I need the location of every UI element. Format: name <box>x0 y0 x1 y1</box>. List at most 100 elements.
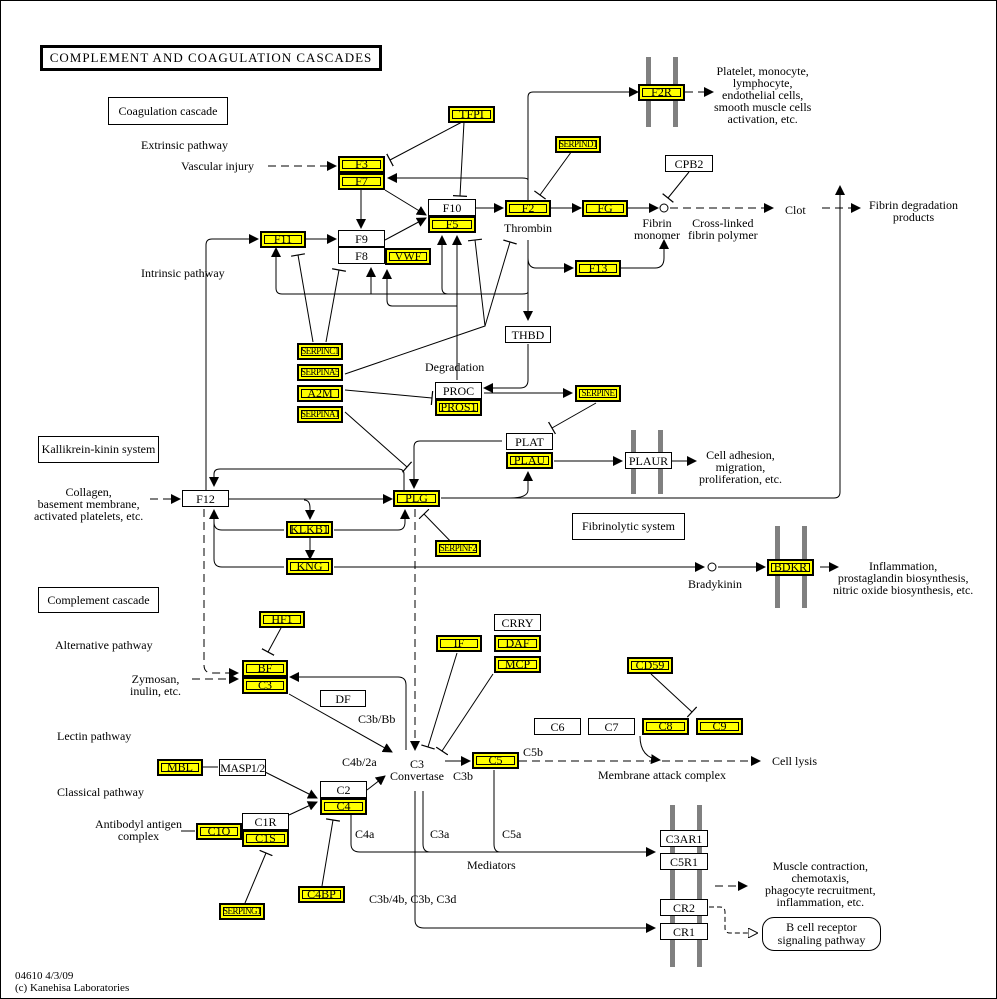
gene-F5[interactable]: F5 <box>428 216 476 233</box>
label-inflammation: Inflammation, prostaglandin biosynthesis… <box>833 559 974 597</box>
gene-SERPINC1[interactable]: SERPINC1 <box>297 343 343 360</box>
gene-C6[interactable]: C6 <box>534 718 581 735</box>
gene-PLAU[interactable]: PLAU <box>506 452 553 469</box>
gene-VWF[interactable]: VWF <box>385 248 431 265</box>
gene-F12[interactable]: F12 <box>182 490 229 507</box>
label-muscle: Muscle contraction, chemotaxis, phagocyt… <box>765 859 876 909</box>
label-crosslinked: Cross-linked fibrin polymer <box>688 216 758 242</box>
gene-IF[interactable]: IF <box>436 635 482 652</box>
edge <box>209 468 405 490</box>
edge <box>483 344 529 393</box>
gene-CPB2[interactable]: CPB2 <box>665 155 713 172</box>
gene-DF[interactable]: DF <box>320 690 366 707</box>
label-zymosan: Zymosan, inulin, etc. <box>130 672 181 698</box>
gene-KLKB1[interactable]: KLKB1 <box>286 521 333 538</box>
gene-C1R[interactable]: C1R <box>242 813 289 830</box>
edge <box>290 253 314 343</box>
gene-SERPINF2[interactable]: SERPINF2 <box>435 540 481 557</box>
label-mac: Membrane attack complex <box>598 768 726 782</box>
gene-F8[interactable]: F8 <box>338 247 385 264</box>
label-intrinsic: Intrinsic pathway <box>141 266 225 280</box>
gene-F13[interactable]: F13 <box>575 260 621 277</box>
gene-KNG[interactable]: KNG <box>286 558 333 575</box>
gene-C8[interactable]: C8 <box>642 718 689 735</box>
gene-F11[interactable]: F11 <box>260 231 306 248</box>
edge <box>261 627 282 656</box>
gene-F7[interactable]: F7 <box>338 173 385 190</box>
gene-F2[interactable]: F2 <box>505 200 551 217</box>
gene-C4BP[interactable]: C4BP <box>298 886 345 903</box>
edge <box>409 440 502 489</box>
gene-C1Q[interactable]: C1Q <box>196 823 242 840</box>
gene-MCP[interactable]: MCP <box>494 656 541 673</box>
edge <box>548 402 597 435</box>
bradykinin-node <box>707 562 717 572</box>
gene-C3AR1[interactable]: C3AR1 <box>660 830 708 847</box>
link-bcell-pathway[interactable]: B cell receptor signaling pathway <box>762 917 881 951</box>
label-thrombin: Thrombin <box>504 221 552 235</box>
gene-SERPINA1[interactable]: SERPINA1 <box>297 406 343 423</box>
label-c4b2a: C4b/2a <box>342 755 377 769</box>
label-fibrin-degradation: Fibrin degradation products <box>869 198 958 224</box>
label-platelet-activation: Platelet, monocyte, lymphocyte, endothel… <box>714 64 812 126</box>
label-bradykinin: Bradykinin <box>688 577 742 591</box>
gene-SERPINA5[interactable]: SERPINA5 <box>297 364 343 381</box>
gene-PLAUR[interactable]: PLAUR <box>625 452 672 469</box>
gene-C7[interactable]: C7 <box>588 718 635 735</box>
edge <box>452 121 468 197</box>
gene-CD59[interactable]: CD59 <box>627 657 673 674</box>
gene-C1S[interactable]: C1S <box>242 830 289 847</box>
edge <box>366 775 386 791</box>
gene-A2M[interactable]: A2M <box>297 385 343 402</box>
label-cell-adhesion: Cell adhesion, migration, proliferation,… <box>699 448 782 486</box>
gene-THBD[interactable]: THBD <box>505 326 551 343</box>
gene-SERPINE[interactable]: SERPINE <box>575 385 621 402</box>
gene-PLG[interactable]: PLG <box>393 490 440 507</box>
edge <box>437 235 449 295</box>
gene-BDKR[interactable]: BDKR <box>767 559 814 576</box>
gene-PROS1[interactable]: PROS1 <box>435 399 482 416</box>
membrane-bar <box>697 805 702 967</box>
gene-C5[interactable]: C5 <box>472 752 519 769</box>
edge <box>484 239 517 327</box>
gene-DAF[interactable]: DAF <box>494 635 541 652</box>
gene-C5R1[interactable]: C5R1 <box>660 853 708 870</box>
edge <box>334 509 410 531</box>
gene-SERPIND1[interactable]: SERPIND1 <box>555 136 601 153</box>
edge <box>288 693 393 753</box>
label-c5a: C5a <box>502 827 522 841</box>
gene-F10[interactable]: F10 <box>428 199 476 216</box>
label-vascular-injury: Vascular injury <box>181 159 254 173</box>
gene-C9[interactable]: C9 <box>696 718 743 735</box>
edge <box>621 239 669 269</box>
gene-C3[interactable]: C3 <box>242 677 288 694</box>
gene-MBL[interactable]: MBL <box>157 759 203 776</box>
gene-CRRY[interactable]: CRRY <box>494 614 541 631</box>
edge <box>421 652 458 750</box>
gene-BF[interactable]: BF <box>242 660 288 677</box>
edge <box>288 801 318 816</box>
edge <box>639 735 661 765</box>
gene-HF1[interactable]: HF1 <box>259 611 305 628</box>
section-coagulation: Coagulation cascade <box>108 97 228 125</box>
gene-F9[interactable]: F9 <box>338 230 385 247</box>
gene-F3[interactable]: F3 <box>338 156 385 173</box>
gene-CR1[interactable]: CR1 <box>660 923 708 940</box>
gene-PLAT[interactable]: PLAT <box>506 433 553 450</box>
gene-MASP12[interactable]: MASP1/2 <box>219 759 266 776</box>
label-c3b4b: C3b/4b, C3b, C3d <box>369 892 457 906</box>
page-title: COMPLEMENT AND COAGULATION CASCADES <box>40 45 382 71</box>
label-c3-convertase: C3 Convertase <box>390 757 444 783</box>
gene-FG[interactable]: FG <box>582 200 628 217</box>
label-lectin: Lectin pathway <box>57 729 132 743</box>
gene-PROC[interactable]: PROC <box>435 382 482 399</box>
gene-TFPI[interactable]: TFPI <box>448 106 495 123</box>
gene-CR2[interactable]: CR2 <box>660 899 708 916</box>
gene-C4[interactable]: C4 <box>320 798 367 815</box>
gene-C2[interactable]: C2 <box>320 781 367 798</box>
gene-SERPING1[interactable]: SERPING1 <box>219 903 265 920</box>
edge <box>709 906 757 933</box>
edge <box>203 509 239 678</box>
gene-F2R[interactable]: F2R <box>638 84 685 101</box>
